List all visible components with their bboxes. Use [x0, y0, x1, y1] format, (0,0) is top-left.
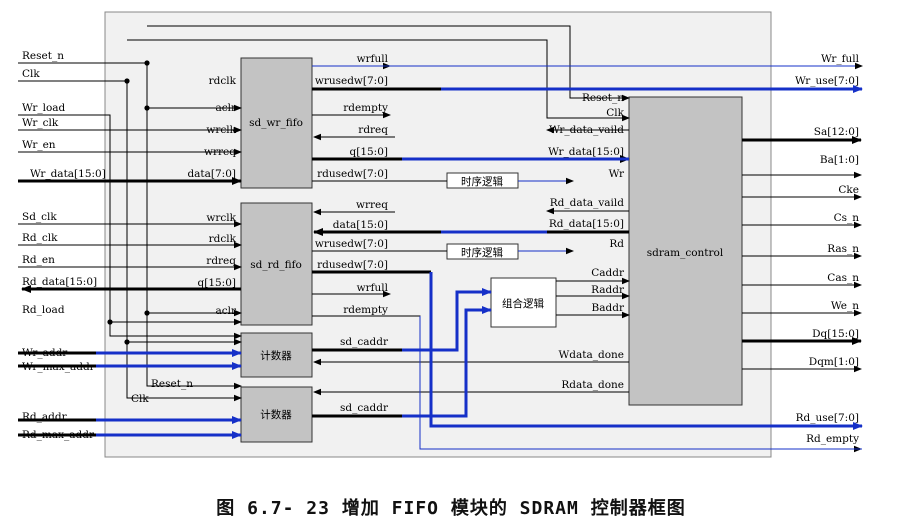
sdram-port-caddr: Caddr: [591, 267, 625, 279]
sdram-port-clk: Clk: [606, 107, 624, 119]
wr-fifo-port-rdusedw: rdusedw[7:0]: [317, 168, 388, 180]
wr-fifo-port-q: q[15:0]: [350, 146, 389, 158]
rd-fifo-port-wrfull: wrfull: [357, 282, 389, 294]
timing-logic-label-2: 时序逻辑: [461, 246, 503, 259]
comb-logic-label: 组合逻辑: [502, 297, 544, 310]
rd-fifo-port-wrclk: wrclk: [206, 212, 236, 224]
output-we-n: We_n: [831, 300, 859, 312]
input-rd-load: Rd_load: [22, 304, 65, 316]
sdram-port-raddr: Raddr: [591, 284, 625, 296]
counter2-port-sd-caddr: sd_caddr: [340, 402, 389, 414]
output-dq: Dq[15:0]: [812, 328, 859, 340]
sdram-port-reset-n: Reset_n: [582, 92, 624, 104]
output-sa: Sa[12:0]: [814, 126, 859, 138]
wr-fifo-port-rdclk: rdclk: [209, 75, 237, 87]
wr-fifo-block: [240, 57, 313, 189]
rd-fifo-port-data: data[15:0]: [333, 219, 388, 231]
wr-fifo-port-rdempty: rdempty: [343, 102, 388, 114]
input-rd-max-addr: Rd_max_addr: [22, 429, 95, 441]
input-wr-clk: Wr_clk: [22, 117, 59, 129]
counter1-port-sd-caddr: sd_caddr: [340, 336, 389, 348]
input-rd-addr: Rd_addr: [22, 411, 68, 423]
wr-fifo-port-rdreq: rdreq: [358, 124, 388, 136]
sdram-port-wr-data: Wr_data[15:0]: [548, 146, 624, 158]
input-wr-en: Wr_en: [22, 139, 56, 151]
timing-logic-label-1: 时序逻辑: [461, 175, 503, 188]
sdram-control-label: sdram_control: [647, 247, 724, 259]
input-rd-data: Rd_data[15:0]: [22, 276, 97, 288]
counter-label-2: 计数器: [260, 408, 292, 421]
sdram-port-rd-data-vaild: Rd_data_vaild: [550, 197, 624, 209]
wr-fifo-port-wrclk: wrclk: [206, 124, 236, 136]
input-reset-n: Reset_n: [22, 50, 64, 62]
wr-fifo-label: sd_wr_fifo: [249, 117, 303, 129]
counter-block-1: [240, 332, 313, 378]
rd-fifo-block: [240, 202, 313, 326]
input-rd-en: Rd_en: [22, 254, 55, 266]
output-rd-use: Rd_use[7:0]: [796, 412, 859, 424]
rd-fifo-port-wrreq: wrreq: [356, 199, 388, 211]
input-wr-addr: Wr_addr: [22, 347, 68, 359]
rd-fifo-label: sd_rd_fifo: [250, 259, 302, 271]
sdram-port-baddr: Baddr: [592, 302, 625, 314]
input-wr-data: Wr_data[15:0]: [30, 168, 106, 180]
figure-caption: 图 6.7- 23 增加 FIFO 模块的 SDRAM 控制器框图: [216, 498, 686, 519]
comb-logic-block: [490, 277, 557, 328]
sdram-port-wr-data-vaild: Wr_data_vaild: [549, 124, 624, 136]
wr-fifo-port-wrfull: wrfull: [357, 53, 389, 65]
counter-label-1: 计数器: [260, 349, 292, 362]
wr-fifo-port-wrreq: wrreq: [204, 146, 236, 158]
input-wr-max-addr: Wr_max_addr: [22, 361, 96, 373]
output-ras-n: Ras_n: [827, 243, 859, 255]
rd-fifo-port-rdempty: rdempty: [343, 304, 388, 316]
output-wr-full: Wr_full: [821, 53, 860, 65]
input-clk: Clk: [22, 68, 40, 80]
output-cke: Cke: [838, 184, 859, 196]
output-rd-empty: Rd_empty: [806, 433, 859, 445]
counter-reset-label: Reset_n: [151, 378, 193, 390]
wr-fifo-port-aclr: aclr: [215, 102, 236, 114]
input-sd-clk: Sd_clk: [22, 211, 57, 223]
output-cs-n: Cs_n: [834, 212, 860, 224]
wr-fifo-port-data: data[7:0]: [187, 168, 236, 180]
sdram-port-wdata-done: Wdata_done: [558, 349, 624, 361]
rd-fifo-port-aclr: aclr: [215, 305, 236, 317]
rd-fifo-port-rdclk: rdclk: [209, 233, 237, 245]
counter-clk-label: Clk: [131, 393, 149, 405]
counter-block-2: [240, 386, 313, 443]
sdram-port-rd: Rd: [609, 238, 624, 250]
output-wr-use: Wr_use[7:0]: [795, 75, 859, 87]
output-ba: Ba[1:0]: [820, 154, 859, 166]
rd-fifo-port-rdreq: rdreq: [206, 255, 236, 267]
sdram-port-rd-data: Rd_data[15:0]: [549, 218, 624, 230]
input-wr-load: Wr_load: [22, 102, 66, 114]
output-cas-n: Cas_n: [827, 272, 859, 284]
wr-fifo-port-wrusedw: wrusedw[7:0]: [315, 75, 388, 87]
output-dqm: Dqm[1:0]: [809, 356, 859, 368]
rd-fifo-port-rdusedw: rdusedw[7:0]: [317, 259, 388, 271]
rd-fifo-port-q: q[15:0]: [198, 277, 237, 289]
sdram-port-wr: Wr: [609, 168, 625, 180]
sdram-control-block: [628, 96, 743, 406]
rd-fifo-port-wrusedw: wrusedw[7:0]: [315, 238, 388, 250]
sdram-port-rdata-done: Rdata_done: [561, 379, 624, 391]
input-rd-clk: Rd_clk: [22, 232, 58, 244]
